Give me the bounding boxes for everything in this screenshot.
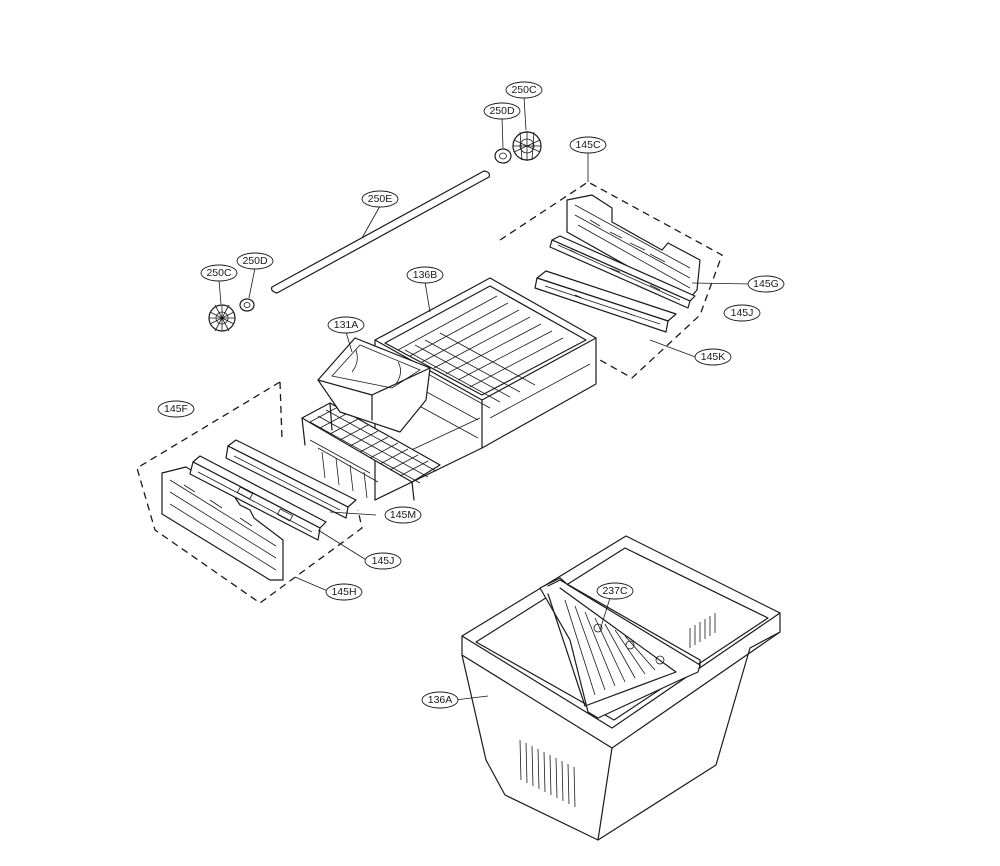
callout-label: 250C	[511, 84, 537, 96]
callout-145m: 145M	[384, 506, 422, 524]
callout-145h: 145H	[325, 583, 363, 601]
callout-250d-top: 250D	[483, 102, 521, 120]
callout-136b: 136B	[406, 266, 444, 284]
callout-label: 136A	[428, 694, 453, 706]
callout-label: 145H	[331, 586, 356, 598]
divider-237c	[539, 577, 701, 719]
callout-145k: 145K	[694, 348, 732, 366]
callout-label: 145M	[390, 509, 416, 521]
callout-label: 250D	[242, 255, 268, 267]
gear-250c-left	[208, 304, 236, 332]
gear-250d-left	[239, 298, 255, 312]
callout-label: 237C	[602, 585, 628, 597]
callout-237c: 237C	[596, 582, 634, 600]
callout-label: 250E	[368, 193, 393, 205]
callout-label: 145K	[701, 351, 726, 363]
callout-label: 250C	[206, 267, 232, 279]
rail-145j-right	[534, 270, 677, 333]
gear-250d-top	[494, 148, 512, 164]
callout-250c-top: 250C	[505, 81, 543, 99]
gear-250c-top	[512, 131, 542, 161]
callout-145g: 145G	[747, 275, 785, 293]
cover-145c	[566, 194, 701, 301]
rail-145j-left	[189, 455, 327, 541]
callout-label: 145C	[575, 139, 601, 151]
callout-145c: 145C	[569, 136, 607, 154]
callout-136a: 136A	[421, 691, 459, 709]
callout-250c-left: 250C	[200, 264, 238, 282]
callout-250d-left: 250D	[236, 252, 274, 270]
callout-label: 145J	[731, 307, 754, 319]
callout-250e: 250E	[361, 190, 399, 208]
callout-label: 136B	[413, 269, 438, 281]
callout-145f: 145F	[157, 400, 195, 418]
group-boundary-right	[499, 181, 723, 379]
callout-label: 145J	[372, 555, 395, 567]
callout-131a: 131A	[327, 316, 365, 334]
group-boundary-left-inner	[279, 381, 283, 441]
callout-145j-right: 145J	[723, 304, 761, 322]
rail-145m	[225, 439, 357, 519]
callout-label: 145F	[164, 403, 188, 415]
callout-label: 145G	[753, 278, 779, 290]
callout-label: 250D	[489, 105, 515, 117]
wire-shelf-frame	[301, 402, 441, 501]
leader-lines	[218, 96, 753, 701]
callout-145j-left: 145J	[364, 552, 402, 570]
rod-250e	[270, 170, 491, 294]
callout-label: 131A	[334, 319, 359, 331]
small-bin-131a	[317, 337, 431, 433]
rail-145g	[549, 235, 696, 309]
